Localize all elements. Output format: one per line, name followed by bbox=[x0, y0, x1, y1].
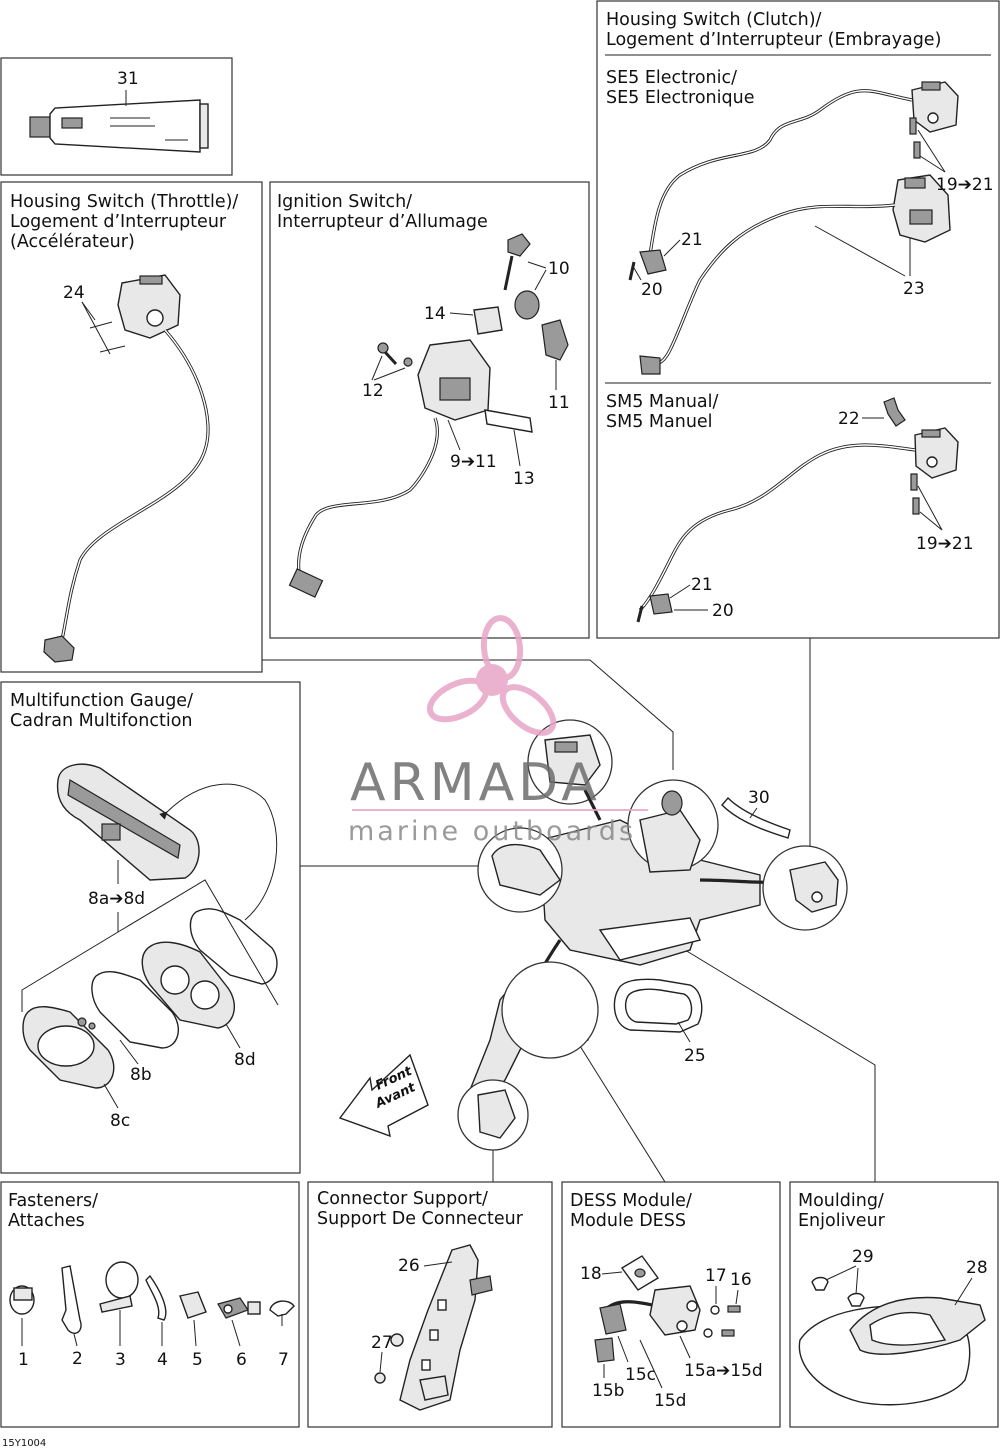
dess-title-1: DESS Module/ bbox=[570, 1191, 692, 1211]
sm5-title-1: SM5 Manual/ bbox=[606, 392, 718, 412]
moulding-title-2: Enjoliveur bbox=[798, 1211, 886, 1231]
callout-24: 24 bbox=[63, 283, 85, 303]
callout-16: 16 bbox=[730, 1270, 752, 1290]
gauge-title-2: Cadran Multifonction bbox=[10, 711, 193, 731]
sm5-title-2: SM5 Manuel bbox=[606, 412, 713, 432]
center-assembly: 30 25 Front Avant bbox=[338, 719, 848, 1151]
callout-8b: 8b bbox=[130, 1065, 152, 1085]
moulding-box: Moulding/ Enjoliveur 29 28 bbox=[789, 1181, 999, 1428]
clutch-box: Housing Switch (Clutch)/ Logement d’Inte… bbox=[596, 0, 1000, 639]
callout-15c: 15c bbox=[625, 1365, 656, 1385]
callout-21: 21 bbox=[681, 230, 703, 250]
callout-11: 11 bbox=[548, 393, 570, 413]
propeller-logo bbox=[426, 615, 557, 736]
ignition-title-1: Ignition Switch/ bbox=[277, 192, 412, 212]
ignition-title-2: Interrupteur d’Allumage bbox=[277, 212, 488, 232]
fastener-drawings bbox=[9, 1261, 295, 1334]
fastener-6: 6 bbox=[236, 1350, 247, 1370]
connector-box: Connector Support/ Support De Connecteur… bbox=[307, 1181, 553, 1428]
watermark-brand: ARMADA bbox=[350, 753, 601, 813]
fastener-1: 1 bbox=[18, 1350, 29, 1370]
callout-14: 14 bbox=[424, 304, 446, 324]
fastener-numbers: 1 2 3 4 5 6 7 bbox=[18, 1349, 289, 1370]
moulding-part bbox=[798, 1276, 986, 1406]
dess-module bbox=[594, 1255, 741, 1363]
front-arrow: Front Avant bbox=[338, 1053, 429, 1138]
dess-title-2: Module DESS bbox=[570, 1211, 686, 1231]
fastener-7: 7 bbox=[278, 1350, 289, 1370]
fastener-2: 2 bbox=[72, 1349, 83, 1369]
throttle-title-3: (Accélérateur) bbox=[10, 232, 135, 252]
fastener-4: 4 bbox=[157, 1350, 168, 1370]
ignition-box: Ignition Switch/ Interrupteur d’Allumage… bbox=[269, 181, 590, 639]
callout-18: 18 bbox=[580, 1264, 602, 1284]
fastener-3: 3 bbox=[115, 1350, 126, 1370]
se5-switch-parts bbox=[628, 81, 959, 375]
throttle-switch bbox=[43, 274, 210, 663]
sealant-tube bbox=[29, 99, 209, 153]
callout-15a-15d: 15a➔15d bbox=[684, 1361, 763, 1381]
sealant-box: 31 bbox=[0, 57, 233, 176]
callout-13: 13 bbox=[513, 469, 535, 489]
callout-8c: 8c bbox=[110, 1111, 130, 1131]
fastener-5: 5 bbox=[192, 1350, 203, 1370]
connector-title-1: Connector Support/ bbox=[317, 1189, 488, 1209]
callout-19-21: 19➔21 bbox=[936, 175, 994, 195]
callout-9: 9➔11 bbox=[450, 452, 497, 472]
callout-17: 17 bbox=[705, 1266, 727, 1286]
clutch-title-2: Logement d’Interrupteur (Embrayage) bbox=[606, 30, 941, 50]
callout-8d: 8d bbox=[234, 1050, 256, 1070]
watermark-sub: marine outboards bbox=[348, 816, 636, 847]
ignition-parts bbox=[288, 233, 569, 598]
callout-21-sm5: 21 bbox=[691, 575, 713, 595]
callout-20: 20 bbox=[641, 280, 663, 300]
se5-title-2: SE5 Electronique bbox=[606, 88, 754, 108]
reference-code: 15Y1004 bbox=[2, 1438, 46, 1449]
callout-30: 30 bbox=[748, 788, 770, 808]
throttle-box: Housing Switch (Throttle)/ Logement d’In… bbox=[0, 181, 263, 673]
callout-26: 26 bbox=[398, 1256, 420, 1276]
gauge-box: Multifunction Gauge/ Cadran Multifonctio… bbox=[0, 681, 301, 1174]
callout-12: 12 bbox=[362, 381, 384, 401]
sm5-switch-parts bbox=[636, 397, 959, 623]
fasteners-title-2: Attaches bbox=[8, 1211, 85, 1231]
fasteners-box: Fasteners/ Attaches 1 2 3 4 5 6 7 bbox=[0, 1181, 300, 1428]
callout-8a-8d: 8a➔8d bbox=[88, 889, 145, 909]
armada-watermark: ARMADA marine outboards bbox=[348, 615, 648, 847]
callout-15b: 15b bbox=[592, 1381, 624, 1401]
connector-lines bbox=[262, 638, 876, 1183]
moulding-title-1: Moulding/ bbox=[798, 1191, 884, 1211]
callout-25: 25 bbox=[684, 1046, 706, 1066]
fasteners-title-1: Fasteners/ bbox=[8, 1191, 98, 1211]
callout-10: 10 bbox=[548, 259, 570, 279]
callout-31: 31 bbox=[117, 69, 139, 89]
callout-19-21-sm5: 19➔21 bbox=[916, 534, 974, 554]
callout-22: 22 bbox=[838, 409, 860, 429]
se5-title-1: SE5 Electronic/ bbox=[606, 68, 737, 88]
callout-28: 28 bbox=[966, 1258, 988, 1278]
connector-title-2: Support De Connecteur bbox=[317, 1209, 524, 1229]
throttle-title-2: Logement d’Interrupteur bbox=[10, 212, 227, 232]
callout-20-sm5: 20 bbox=[712, 601, 734, 621]
callout-15d: 15d bbox=[654, 1391, 686, 1411]
dess-box: DESS Module/ Module DESS 18 17 16 15c 15… bbox=[561, 1181, 781, 1428]
callout-29: 29 bbox=[852, 1247, 874, 1267]
clutch-title-1: Housing Switch (Clutch)/ bbox=[606, 10, 822, 30]
connector-support bbox=[374, 1244, 493, 1411]
gauge-title-1: Multifunction Gauge/ bbox=[10, 691, 193, 711]
gauge-parts bbox=[22, 763, 278, 1089]
callout-27: 27 bbox=[371, 1333, 393, 1353]
throttle-title-1: Housing Switch (Throttle)/ bbox=[10, 192, 238, 212]
callout-23: 23 bbox=[903, 279, 925, 299]
